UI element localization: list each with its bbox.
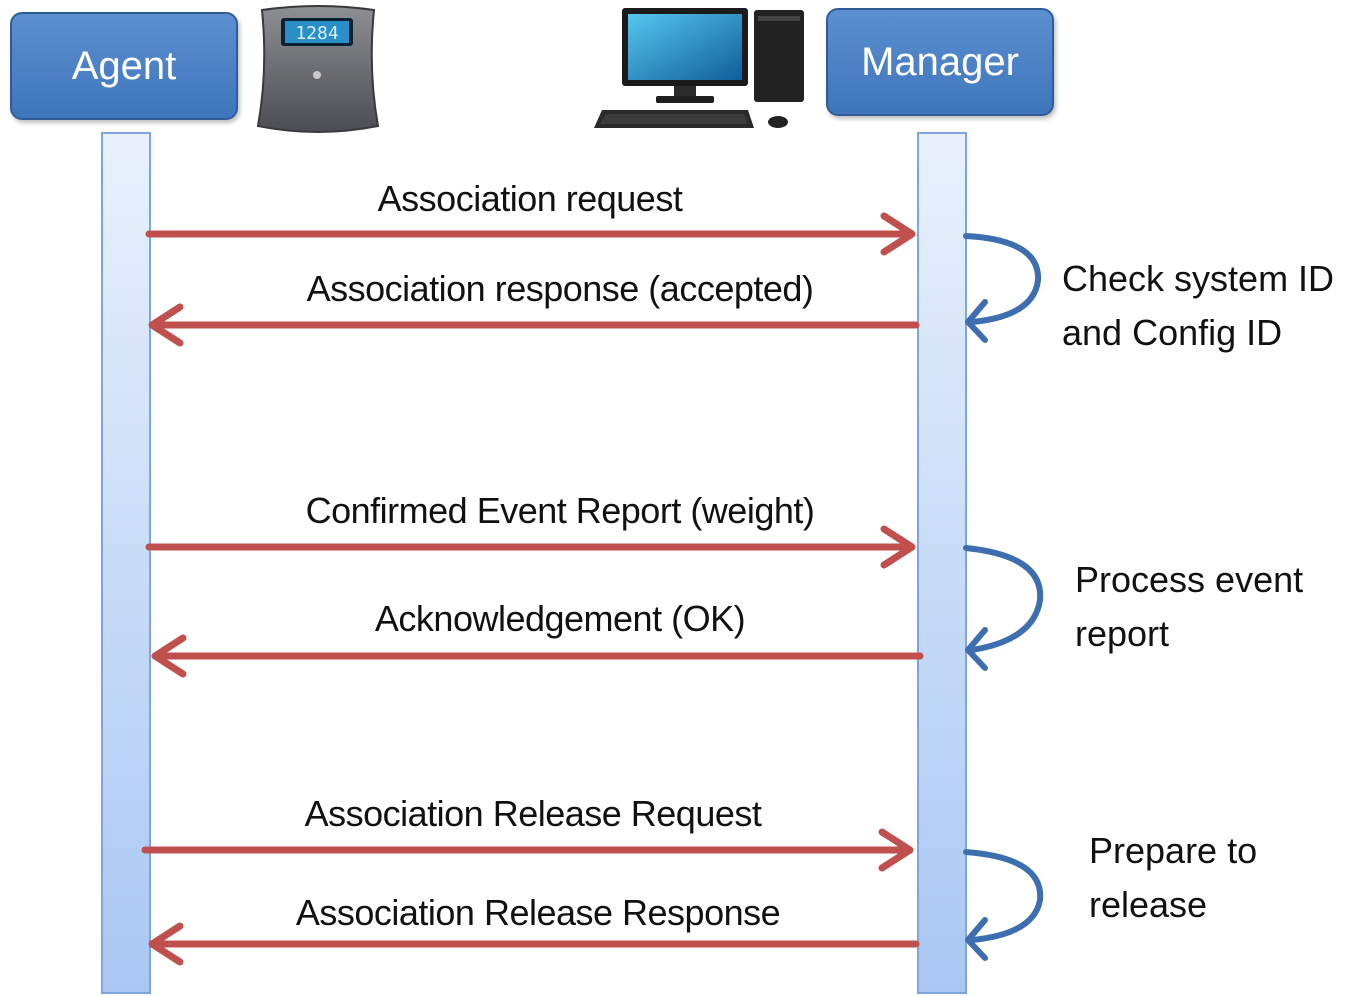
self-process-arrows [963,233,1044,961]
note-prepare-release: Prepare to release [1089,824,1366,932]
note-line: and Config ID [1062,312,1283,353]
message-label: Association Release Request [304,793,762,834]
agent-actor-box: Agent [10,12,238,120]
message-arrows [141,212,924,966]
arrow-confirmed-event-report [145,525,916,569]
manager-label: Manager [861,39,1019,84]
weighing-scale-icon: 1284 [256,5,380,133]
self-arrow-prepare-release [963,849,1044,961]
note-line: Prepare to [1089,830,1258,871]
arrow-release-response [148,922,920,966]
self-arrow-process-event [963,545,1044,671]
message-label: Association Release Response [295,892,781,933]
note-check-ids: Check system ID and Config ID [1062,252,1362,360]
arrow-association-response [148,303,920,347]
note-line: release [1089,884,1208,925]
agent-label: Agent [71,43,177,88]
message-label: Association response (accepted) [306,268,814,309]
manager-actor-box: Manager [826,8,1054,116]
desktop-computer-icon [594,8,804,128]
self-arrow-check-ids [963,233,1042,343]
message-label: Association request [377,178,683,219]
arrow-release-request [141,828,914,872]
message-label: Confirmed Event Report (weight) [305,490,815,531]
message-label: Acknowledgement (OK) [374,598,746,639]
note-line: Process event [1075,559,1304,600]
note-line: Check system ID [1062,258,1335,299]
arrow-acknowledgement [151,634,924,678]
arrow-association-request [145,212,916,256]
scale-display-text: 1284 [295,23,338,44]
manager-lifeline [917,132,967,994]
note-line: report [1075,613,1170,654]
note-process-event: Process event report [1075,553,1366,661]
